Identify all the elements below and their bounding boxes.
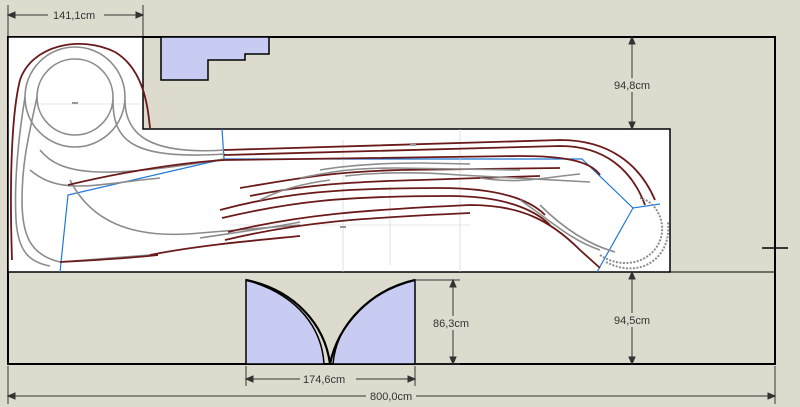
cross-marker-icon bbox=[762, 241, 788, 255]
dim-opening-width: 174,6cm bbox=[303, 374, 345, 386]
dim-top-left-width: 141,1cm bbox=[53, 10, 95, 22]
helix-tracks bbox=[14, 46, 301, 267]
door-swing-arcs bbox=[245, 278, 416, 365]
dim-top-right-depth: 94,8cm bbox=[614, 80, 650, 92]
center-marks bbox=[72, 102, 416, 228]
top-obstacle bbox=[160, 36, 270, 81]
dim-opening-depth: 86,3cm bbox=[433, 318, 469, 330]
main-loop-left bbox=[10, 43, 159, 263]
label-bg-opening-width bbox=[300, 372, 356, 386]
label-bg-top-left bbox=[48, 8, 104, 22]
main-tracks bbox=[67, 139, 656, 269]
zone-lines bbox=[59, 128, 661, 273]
reverse-loop bbox=[599, 197, 670, 270]
label-bg-total-width bbox=[366, 389, 416, 403]
dim-total-width: 800,0cm bbox=[370, 391, 412, 403]
bottom-obstacle-right bbox=[332, 279, 416, 365]
bottom-obstacle-left bbox=[245, 279, 325, 365]
label-bg-top-right bbox=[612, 78, 660, 92]
yard-tracks bbox=[199, 162, 616, 253]
dim-bottom-right-depth: 94,5cm bbox=[614, 315, 650, 327]
construction-lines bbox=[30, 103, 470, 272]
label-bg-opening-depth bbox=[430, 316, 478, 330]
label-bg-bottom-right bbox=[612, 313, 660, 327]
